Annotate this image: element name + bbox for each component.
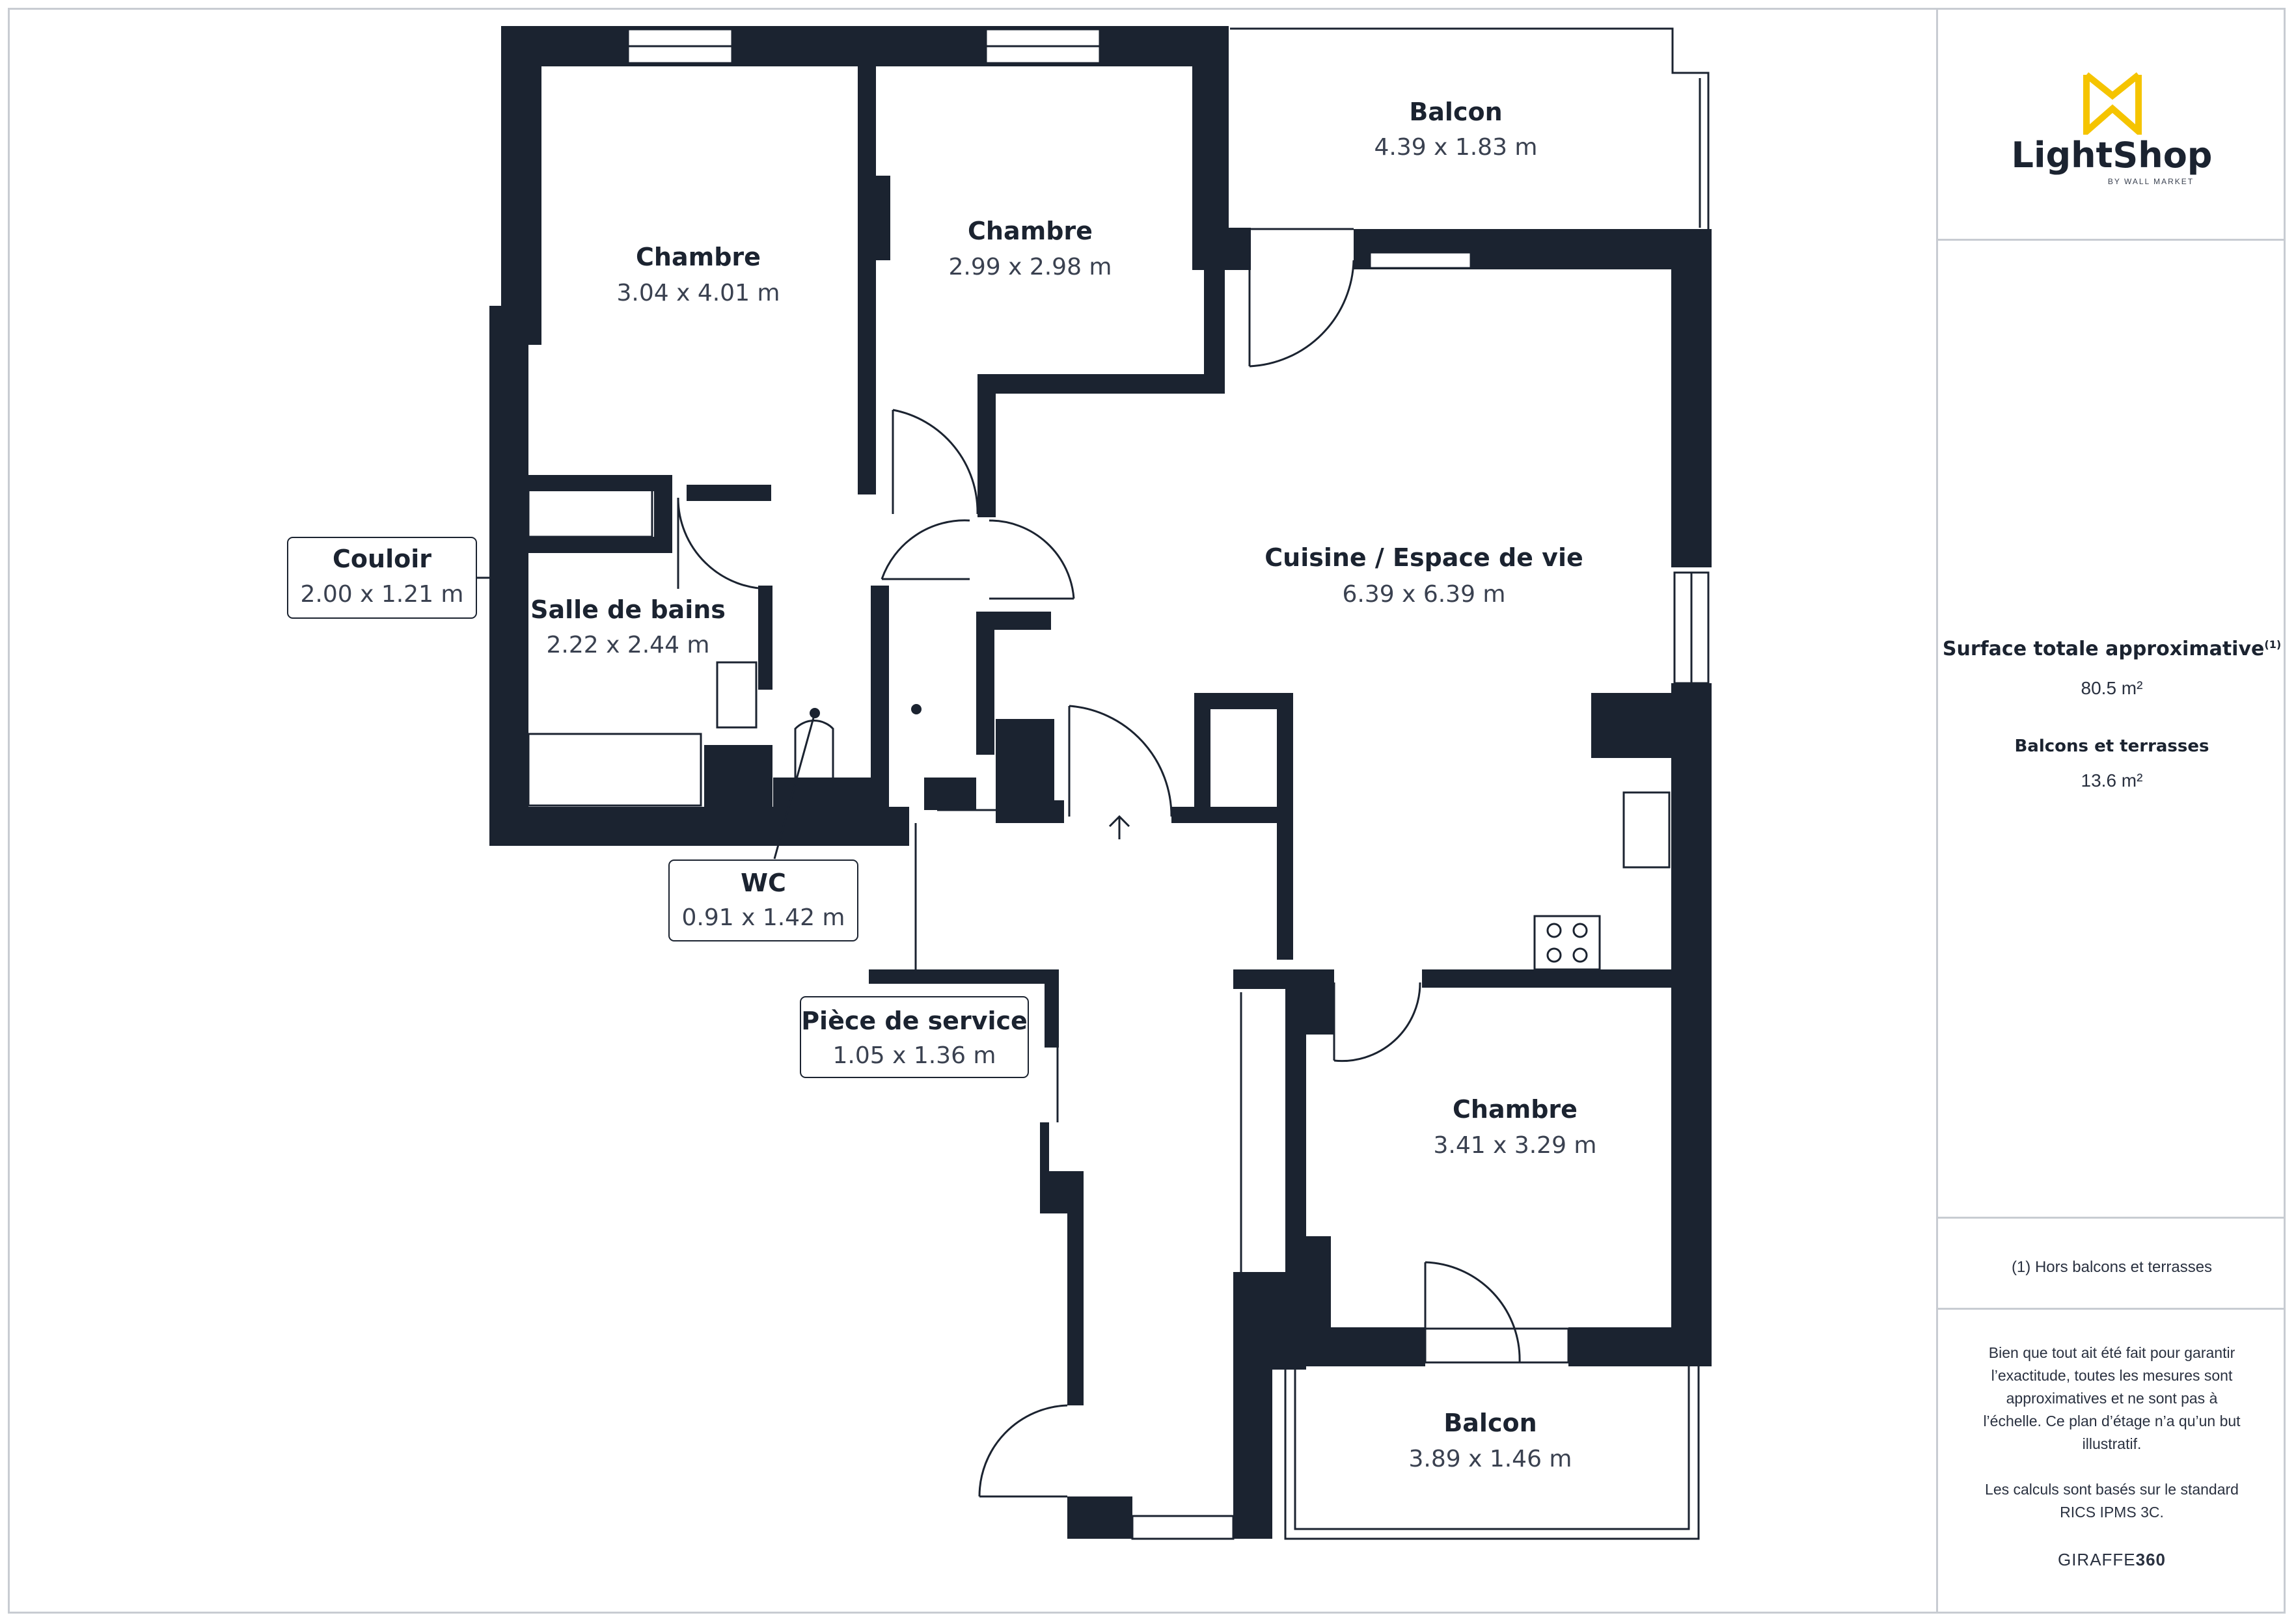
room-dims: 3.89 x 1.46 m xyxy=(1408,1446,1572,1472)
disclaimer-line: l’exactitude, toutes les mesures sont xyxy=(1991,1367,2233,1384)
room-dims: 3.41 x 3.29 m xyxy=(1433,1132,1596,1159)
room-dims: 2.99 x 2.98 m xyxy=(948,254,1112,280)
footnote: (1) Hors balcons et terrasses xyxy=(2011,1258,2213,1276)
walls xyxy=(489,26,1712,1539)
divider xyxy=(1938,1217,2286,1219)
room-name: Chambre xyxy=(636,243,761,271)
room-name: Couloir xyxy=(333,545,431,573)
room-dims: 0.91 x 1.42 m xyxy=(681,904,845,931)
floor-plan: Chambre 3.04 x 4.01 m Chambre 2.99 x 2.9… xyxy=(287,26,1712,1540)
room-dims: 6.39 x 6.39 m xyxy=(1342,581,1505,608)
logo-name: LightShop xyxy=(2011,135,2213,176)
standard-line: RICS IPMS 3C. xyxy=(2060,1504,2164,1521)
balconies xyxy=(1230,27,1710,1540)
room-label-cuisine: Cuisine / Espace de vie 6.39 x 6.39 m xyxy=(1264,543,1583,608)
room-label-couloir: Couloir 2.00 x 1.21 m xyxy=(300,545,463,608)
brand-number: 360 xyxy=(2135,1550,2166,1569)
room-label-salle-de-bains: Salle de bains 2.22 x 2.44 m xyxy=(530,595,726,658)
room-dims: 3.04 x 4.01 m xyxy=(616,280,780,306)
room-label-balcon-top: Balcon 4.39 x 1.83 m xyxy=(1374,98,1537,161)
room-label-chambre3: Chambre 3.41 x 3.29 m xyxy=(1433,1095,1596,1159)
balcony-area-value: 13.6 m² xyxy=(2081,770,2143,791)
room-name: Balcon xyxy=(1443,1409,1537,1437)
room-name: Balcon xyxy=(1409,98,1502,126)
room-label-piece-service: Pièce de service 1.05 x 1.36 m xyxy=(801,1007,1028,1069)
total-area-value: 80.5 m² xyxy=(2081,678,2143,698)
total-area-label-text: Surface totale approximative xyxy=(1942,638,2265,660)
room-dims: 2.22 x 2.44 m xyxy=(546,632,709,658)
room-name: Chambre xyxy=(968,217,1093,245)
room-dims: 2.00 x 1.21 m xyxy=(300,581,463,608)
total-area-footnote-mark: (1) xyxy=(2264,638,2282,651)
room-name: WC xyxy=(741,869,786,897)
standard-note: Les calculs sont basés sur le standard R… xyxy=(1938,1478,2286,1524)
balcony-area-label: Balcons et terrasses xyxy=(2014,737,2209,756)
disclaimer-line: approximatives et ne sont pas à xyxy=(2006,1390,2218,1407)
logo-sub: BY WALL MARKET xyxy=(2107,177,2194,186)
disclaimer-line: Bien que tout ait été fait pour garantir xyxy=(1988,1344,2235,1361)
lightshop-logo-icon xyxy=(2083,72,2142,135)
room-label-chambre2: Chambre 2.99 x 2.98 m xyxy=(948,217,1112,280)
disclaimer-line: illustratif. xyxy=(2082,1435,2142,1452)
room-name: Cuisine / Espace de vie xyxy=(1264,543,1583,572)
room-dims: 1.05 x 1.36 m xyxy=(832,1042,996,1069)
room-name: Chambre xyxy=(1453,1095,1578,1124)
room-label-wc: WC 0.91 x 1.42 m xyxy=(681,869,845,931)
label-boxes xyxy=(287,537,1029,1078)
divider xyxy=(1938,1308,2286,1310)
fixtures xyxy=(527,480,1671,1363)
room-name: Pièce de service xyxy=(801,1007,1028,1035)
giraffe360-brand: GIRAFFE360 xyxy=(1938,1550,2286,1570)
logo: LightShop BY WALL MARKET xyxy=(1938,70,2286,200)
standard-line: Les calculs sont basés sur le standard xyxy=(1985,1481,2239,1498)
page-frame xyxy=(8,8,2286,1614)
room-label-chambre1: Chambre 3.04 x 4.01 m xyxy=(616,243,780,306)
windows xyxy=(627,28,1710,1540)
room-dims: 4.39 x 1.83 m xyxy=(1374,134,1537,161)
brand-text: GIRAFFE xyxy=(2057,1550,2136,1569)
doors xyxy=(677,257,1521,1498)
disclaimer: Bien que tout ait été fait pour garantir… xyxy=(1938,1342,2286,1455)
divider xyxy=(1938,239,2286,241)
disclaimer-line: l’échelle. Ce plan d’étage n’a qu’un but xyxy=(1983,1413,2241,1429)
sidebar: LightShop BY WALL MARKET Surface totale … xyxy=(1936,8,2286,1614)
total-area-label: Surface totale approximative(1) xyxy=(1938,638,2286,660)
room-name: Salle de bains xyxy=(530,595,726,624)
room-label-balcon-bottom: Balcon 3.89 x 1.46 m xyxy=(1408,1409,1572,1472)
